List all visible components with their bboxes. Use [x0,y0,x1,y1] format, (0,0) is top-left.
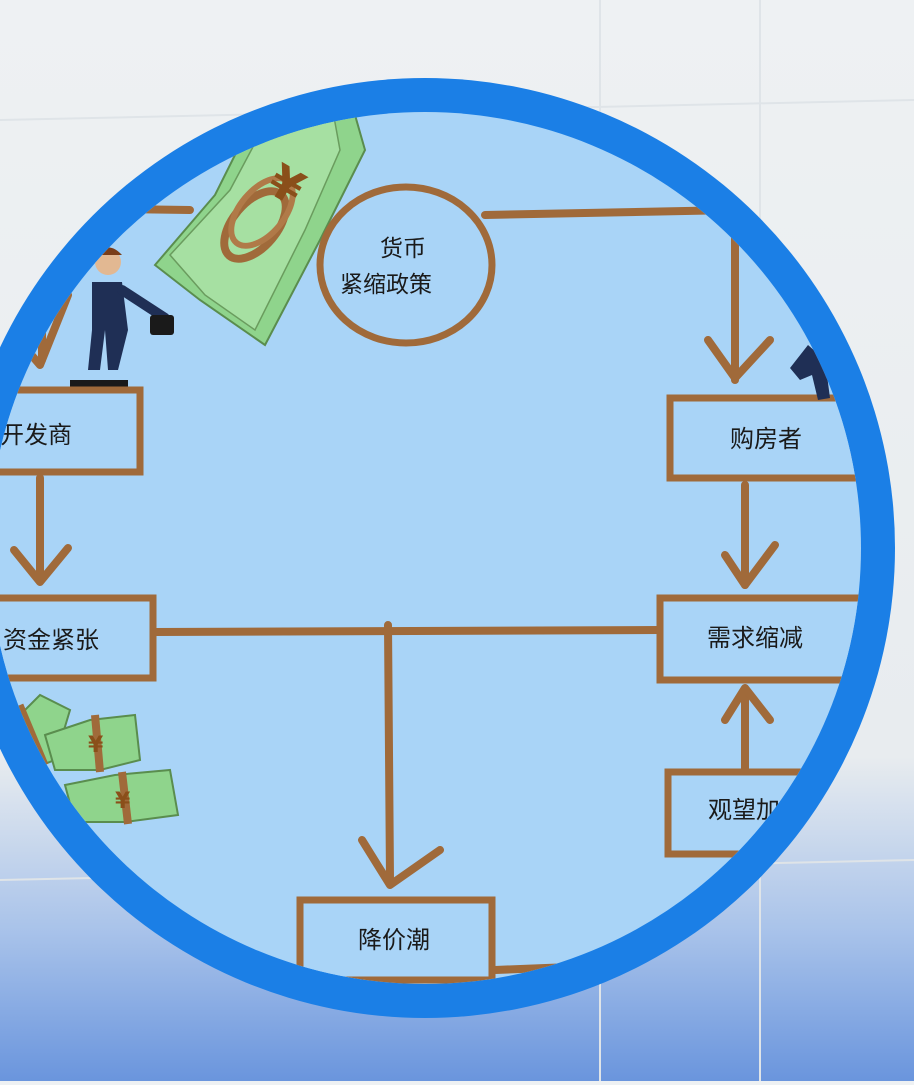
demand-reduced-node: 需求缩减 [656,594,861,684]
buyer-label: 购房者 [730,425,802,453]
businessman-figure [70,247,174,388]
money-bundle-top: ¥ [153,112,367,347]
demand-reduced-label: 需求缩减 [707,624,803,652]
buyer-node: 购房者 [666,394,861,482]
developer-label: 开发商 [0,421,72,449]
currency-symbol-icon-3: ¥ [115,789,131,814]
funding-tight-node: 资金紧张 [0,594,157,682]
money-bundle-small-2: ¥ [43,713,142,773]
policy-label-line2: 紧缩政策 [340,272,432,298]
diagram-content: ¥ 货币 紧缩政策 开发商 购房者 [0,112,861,984]
money-bundles-bottom: ¥ ¥ [0,693,180,825]
money-bundle-small-3: ¥ [63,768,180,825]
funding-tight-label: 资金紧张 [3,626,99,654]
policy-label-line1: 货币 [380,236,426,262]
price-cut-wave-node: 降价潮 [296,896,496,984]
currency-symbol-icon-2: ¥ [88,733,104,758]
developer-node: 开发商 [0,386,144,476]
price-cut-wave-label: 降价潮 [358,926,430,954]
circle-background [0,112,861,984]
policy-node: 货币 紧缩政策 [316,183,496,347]
